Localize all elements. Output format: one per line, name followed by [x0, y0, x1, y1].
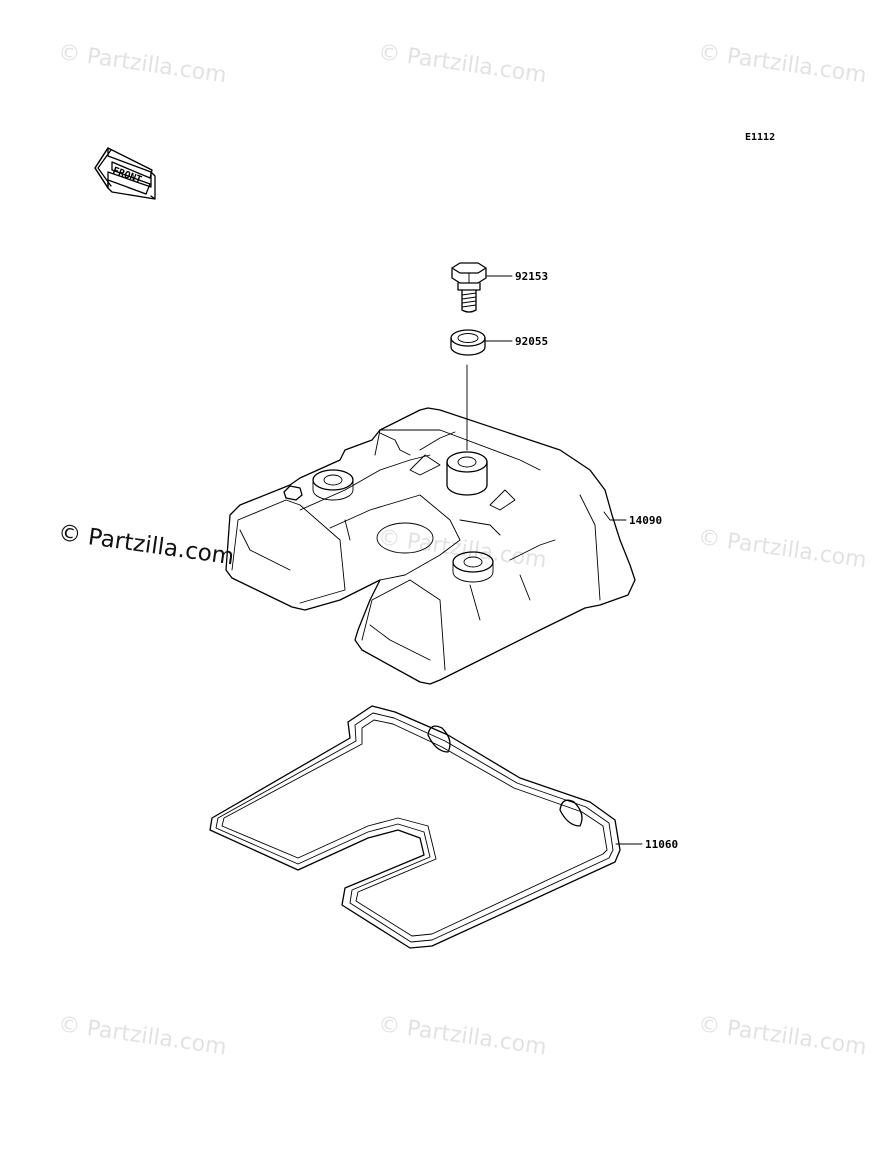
washer-icon — [450, 329, 486, 356]
callout-92153: 92153 — [515, 270, 548, 283]
callout-11060: 11060 — [645, 838, 678, 851]
gasket-icon — [209, 705, 621, 949]
front-arrow-icon: FRONT — [94, 147, 156, 200]
cylinder-head-cover-icon — [225, 407, 636, 685]
bolt-icon — [451, 262, 487, 313]
diagram-code: E1112 — [745, 132, 776, 143]
callout-92055: 92055 — [515, 335, 548, 348]
callout-14090: 14090 — [629, 514, 662, 527]
